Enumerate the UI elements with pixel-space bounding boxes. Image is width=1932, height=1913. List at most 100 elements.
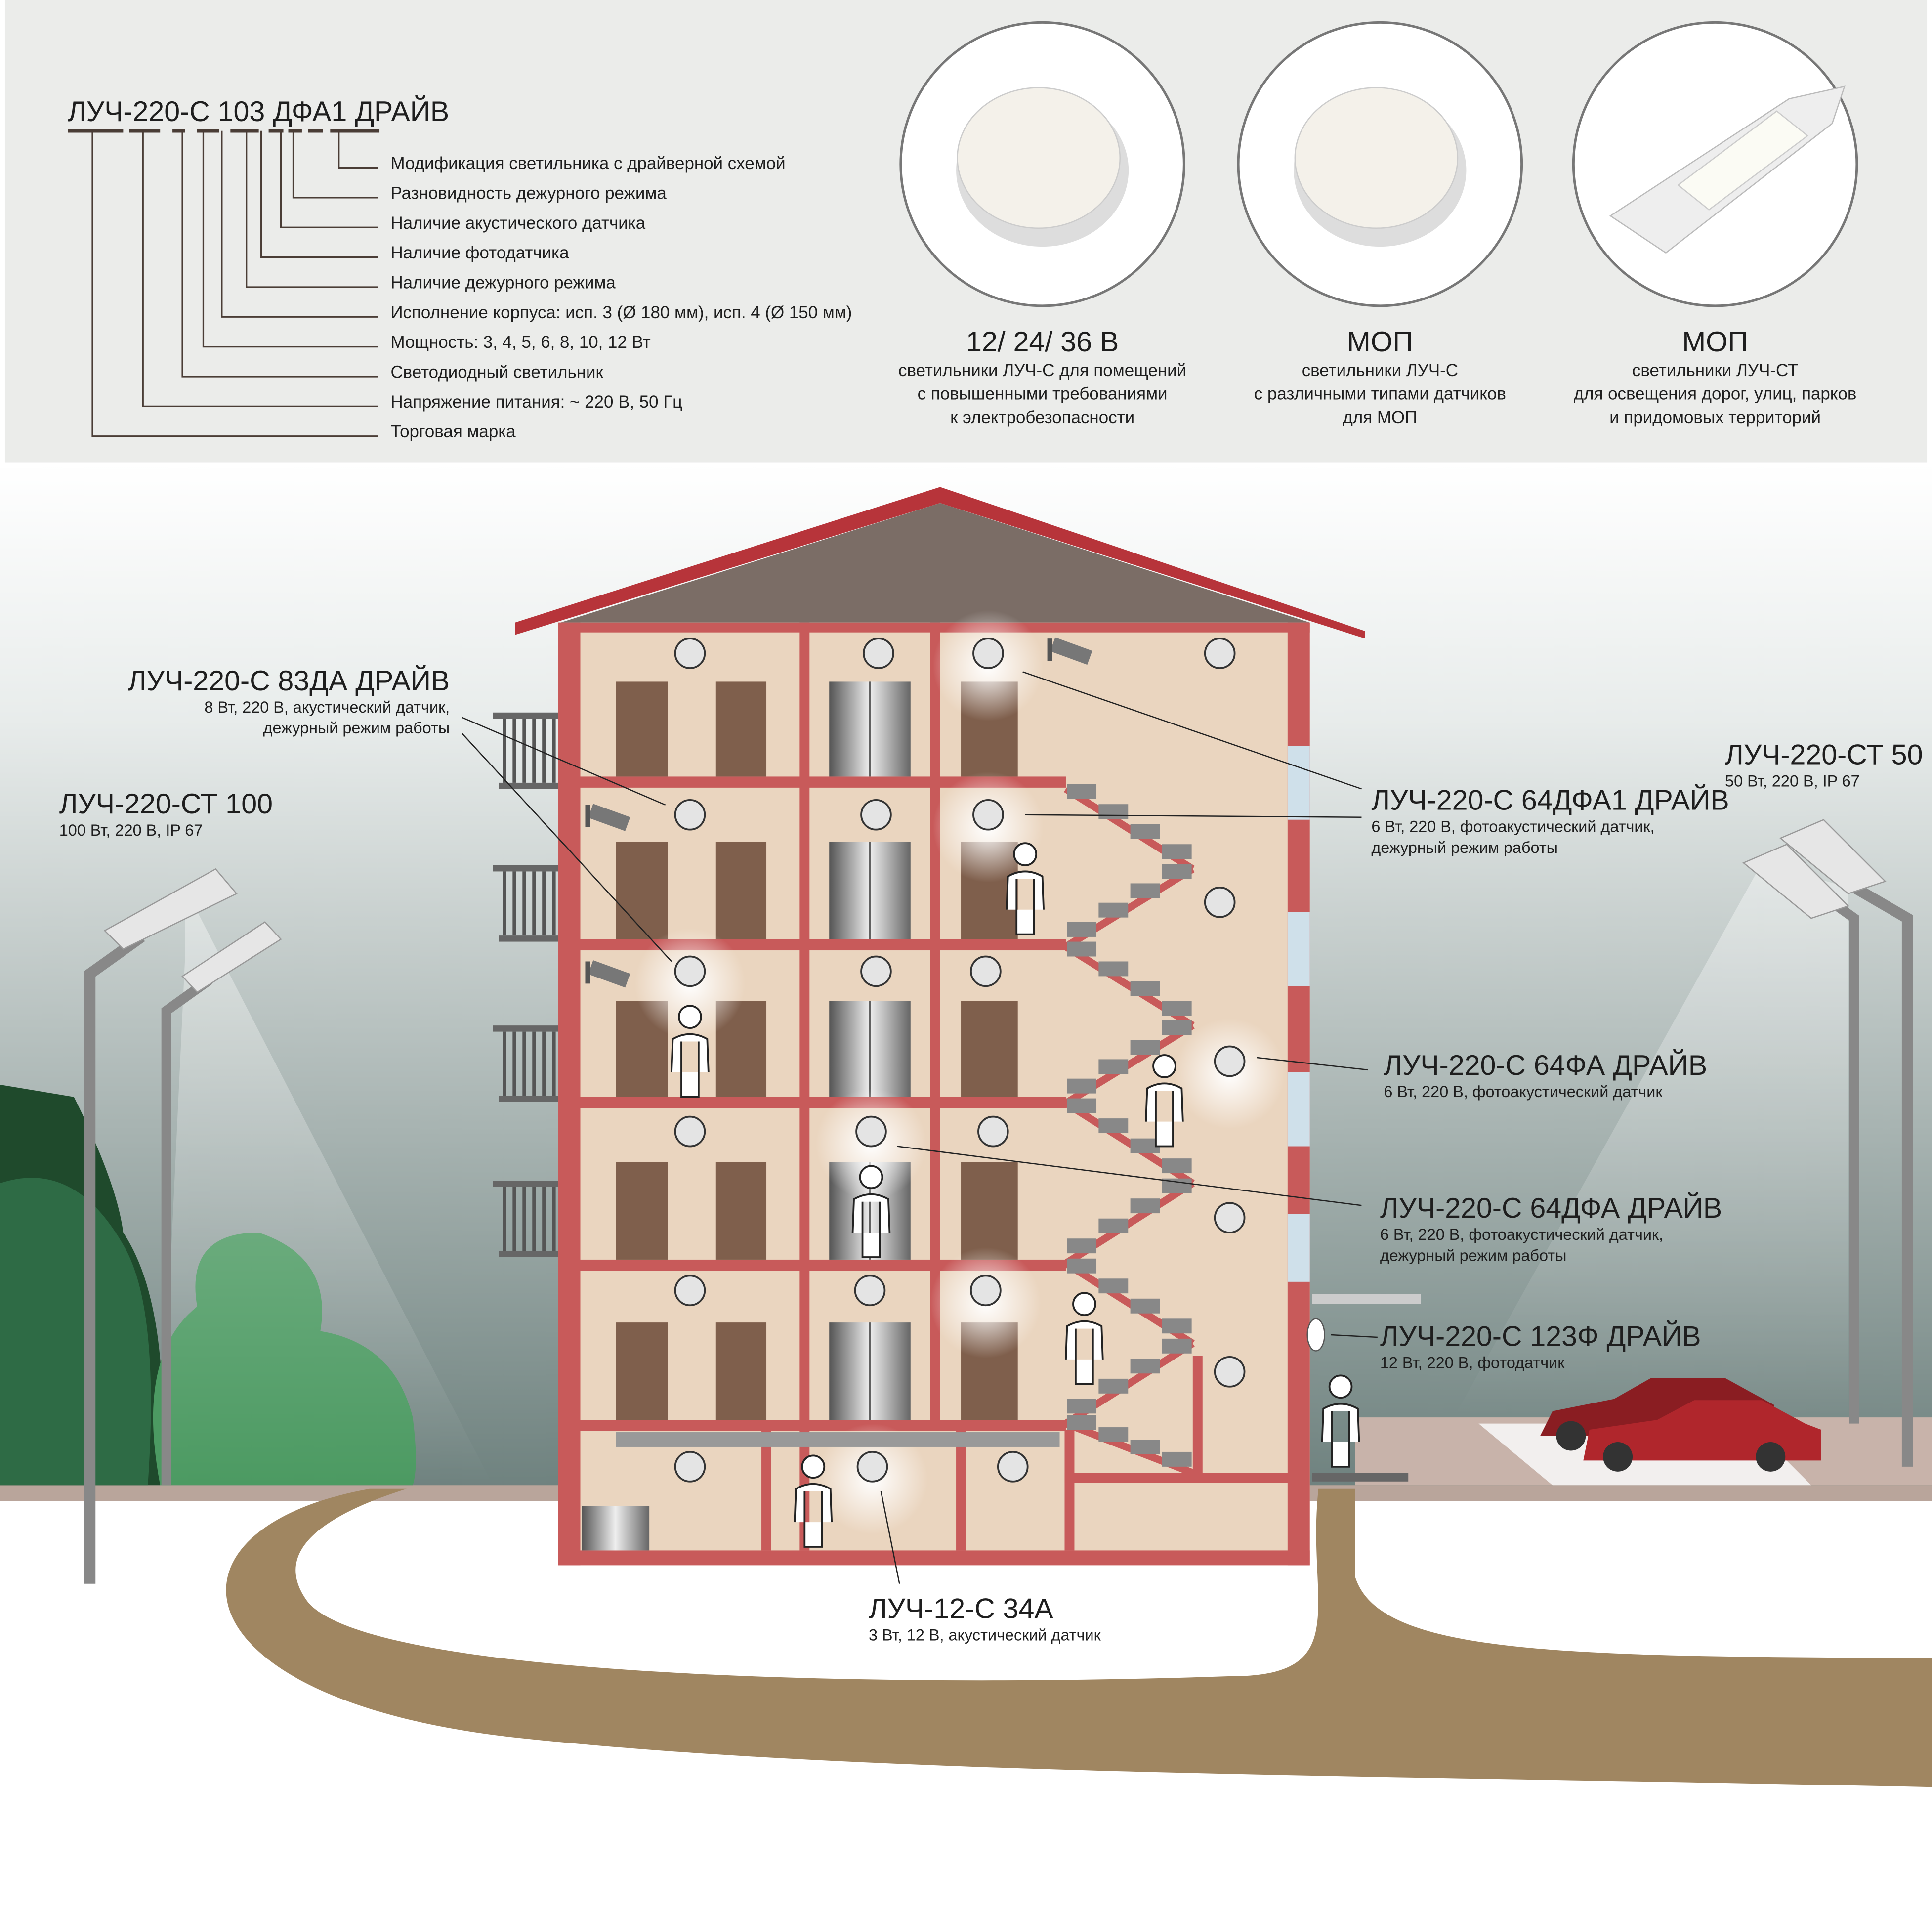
stair-step (1130, 981, 1160, 996)
stair-step (1162, 1158, 1192, 1174)
ceiling-lamp-icon (1204, 638, 1236, 669)
legend-item: Мощность: 3, 4, 5, 6, 8, 10, 12 Вт (390, 333, 650, 352)
person-icon (1145, 1054, 1184, 1148)
stair-step (1162, 864, 1192, 879)
window (1287, 912, 1310, 986)
stair-step (1067, 1399, 1097, 1414)
ceiling-lamp-icon (972, 799, 1004, 831)
stair-step (1130, 824, 1160, 839)
apartment-door (616, 1322, 668, 1420)
stair-step (1162, 1001, 1192, 1016)
ceiling-lamp-icon (1214, 1202, 1246, 1233)
pointer-line (1025, 814, 1362, 818)
ceiling-lamp-icon (855, 1115, 887, 1148)
floor-slab (560, 939, 1066, 951)
ceiling-lamp-icon (970, 955, 1002, 987)
ceiling-lamp-icon (1204, 886, 1236, 918)
callout-title: ЛУЧ-220-СТ 100 (59, 788, 273, 820)
balcony (493, 1025, 561, 1102)
legend-item: Напряжение питания: ~ 220 В, 50 Гц (390, 392, 682, 412)
window (1287, 1214, 1310, 1282)
ceiling-lamp-icon (854, 1275, 886, 1307)
staircase (1063, 784, 1195, 1477)
luminaire-diffuser (957, 87, 1121, 229)
legend-item: Наличие акустического датчика (390, 213, 645, 233)
product-caption: для МОП (1343, 408, 1418, 427)
pointer-line (1331, 1334, 1378, 1338)
product-caption: светильники ЛУЧ-С для помещений (898, 361, 1186, 380)
product-title: МОП (1682, 326, 1748, 358)
callout-title: ЛУЧ-220-С 64ДФА1 ДРАЙВ (1371, 784, 1729, 816)
security-camera-icon (585, 960, 630, 988)
floor-slab (560, 1420, 1066, 1431)
apartment-door (715, 842, 767, 939)
wall-partition (956, 1430, 966, 1551)
street-lamp-left (84, 868, 493, 1584)
stair-step (1130, 1298, 1160, 1314)
ceiling-lamp-icon (856, 1451, 888, 1483)
ceiling-lamp-icon (860, 955, 892, 987)
pointer-line (880, 1491, 900, 1584)
window (1287, 1072, 1310, 1147)
apartment-door (715, 681, 767, 777)
callout-title: ЛУЧ-220-С 123Ф ДРАЙВ (1380, 1320, 1701, 1352)
ceiling-lamp-icon (674, 638, 706, 669)
product-3 (1572, 21, 1858, 307)
stair-step (1162, 844, 1192, 859)
callout-title: ЛУЧ-220-С 64ДФА ДРАЙВ (1380, 1192, 1722, 1224)
wall-lamp-123f (1306, 1318, 1325, 1352)
person-icon (1321, 1374, 1360, 1468)
person-icon (1065, 1292, 1104, 1385)
person-icon (851, 1165, 891, 1258)
entrance-step (1312, 1473, 1409, 1482)
stair-step (1098, 804, 1129, 819)
security-camera-icon (1047, 637, 1092, 665)
stair-step (1067, 941, 1097, 957)
stair-step (1130, 1198, 1160, 1214)
stair-step (1162, 1020, 1192, 1035)
ceiling-lamp-icon (863, 638, 894, 669)
stair-step (1067, 1238, 1097, 1254)
stair-step (1130, 1440, 1160, 1454)
street-lamp-right (1454, 819, 1913, 1467)
stair-step (1067, 1415, 1097, 1430)
callout-title: ЛУЧ-220-С 83ДА ДРАЙВ (128, 665, 450, 697)
road (226, 1488, 1932, 1787)
luminaire-diffuser (1294, 87, 1459, 229)
callout-detail: 3 Вт, 12 В, акустический датчик (869, 1626, 1101, 1644)
apartment-door (616, 681, 668, 777)
product-caption: с повышенными требованиями (918, 384, 1168, 403)
stair-step (1130, 883, 1160, 898)
legend-item: Разновидность дежурного режима (390, 183, 667, 203)
stair-step (1162, 1318, 1192, 1334)
apartment-door (715, 1322, 767, 1420)
legend-item: Наличие дежурного режима (390, 273, 616, 292)
callout-title: ЛУЧ-220-СТ 50 (1725, 739, 1923, 770)
pointer-line (1257, 1057, 1368, 1071)
stair-step (1098, 902, 1129, 918)
led-panel (1677, 110, 1809, 211)
ceiling-lamp-icon (674, 799, 706, 831)
callout-pointers (462, 671, 1378, 1584)
pointer-line (462, 717, 666, 806)
stair-step (1067, 1258, 1097, 1274)
door (961, 1162, 1018, 1260)
stair-step (1162, 1338, 1192, 1354)
wall-partition (1064, 1430, 1075, 1551)
stair-step (1130, 1359, 1160, 1374)
ceiling-lamp-icon (674, 1451, 706, 1483)
stair-step (1130, 1040, 1160, 1055)
ceiling-lamp-icon (860, 799, 892, 831)
product-1 (899, 21, 1185, 307)
callout-detail: 50 Вт, 220 В, IP 67 (1725, 772, 1860, 790)
product-caption: к электробезопасности (950, 408, 1134, 427)
door (961, 1001, 1018, 1097)
legend-item: Наличие фотодатчика (390, 243, 569, 262)
ceiling-lamp-icon (970, 1275, 1002, 1307)
roof (560, 503, 1310, 623)
